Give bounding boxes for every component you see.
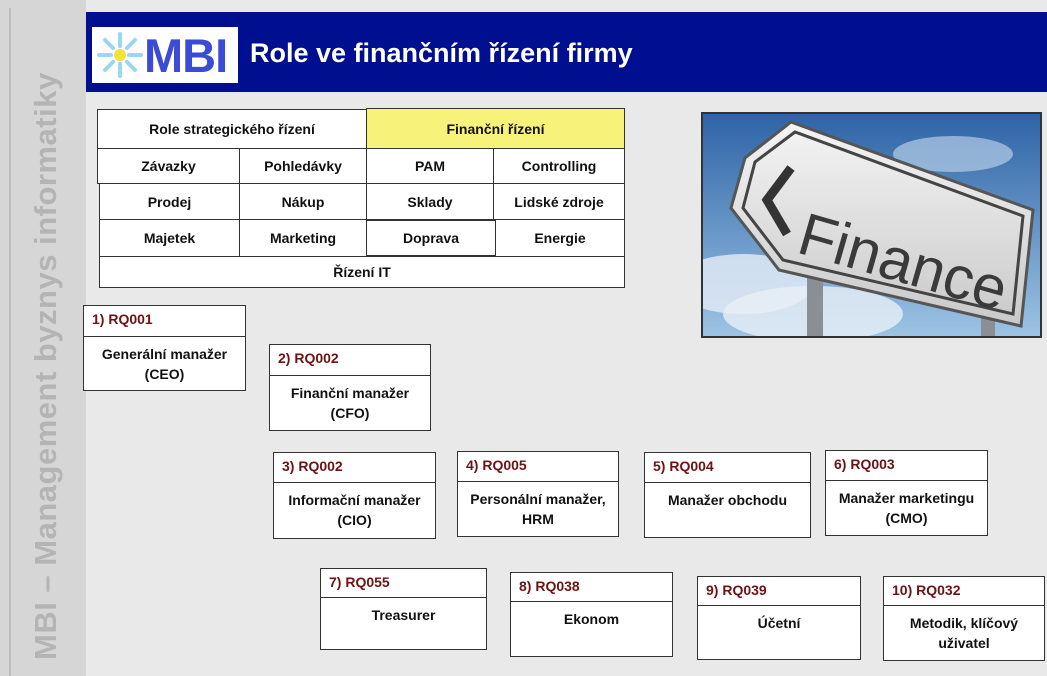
role-card: 7) RQ055 Treasurer — [320, 568, 487, 650]
sidebar: MBI – Management byznys informatiky — [0, 0, 86, 676]
matrix-cell: Majetek — [99, 219, 240, 257]
role-code: 2) RQ002 — [269, 344, 431, 376]
role-name: Účetní — [697, 605, 861, 660]
matrix-cell: Controlling — [493, 148, 625, 184]
role-card: 5) RQ004 Manažer obchodu — [644, 452, 811, 538]
role-name: Treasurer — [320, 597, 487, 650]
role-card: 8) RQ038 Ekonom — [510, 572, 673, 657]
matrix-strategic-header: Role strategického řízení — [97, 109, 367, 149]
matrix-cell: Pohledávky — [239, 148, 367, 184]
matrix-cell: Nákup — [239, 183, 367, 220]
role-card: 1) RQ001 Generální manažer (CEO) — [83, 305, 246, 391]
sun-icon — [97, 32, 143, 78]
role-name: Finanční manažer (CFO) — [269, 375, 431, 431]
role-card: 10) RQ032 Metodik, klíčový uživatel — [883, 576, 1045, 661]
role-code: 3) RQ002 — [273, 452, 436, 483]
sidebar-rule — [9, 8, 11, 676]
role-code: 9) RQ039 — [697, 576, 861, 606]
finance-sign-image: Finance — [701, 112, 1042, 338]
role-name: Ekonom — [510, 601, 673, 657]
logo-text: MBI — [144, 29, 228, 82]
matrix-financial-header: Finanční řízení — [366, 108, 625, 149]
role-name: Metodik, klíčový uživatel — [883, 605, 1045, 661]
header-bar — [86, 12, 1047, 92]
matrix-cell: Marketing — [239, 219, 367, 257]
role-name: Personální manažer, HRM — [457, 481, 619, 537]
role-code: 7) RQ055 — [320, 568, 487, 598]
role-name: Informační manažer (CIO) — [273, 482, 436, 539]
matrix-cell: Závazky — [97, 148, 240, 184]
matrix-cell: Prodej — [99, 183, 240, 220]
mbi-logo: MBI — [92, 27, 238, 83]
role-name: Generální manažer (CEO) — [83, 336, 246, 391]
finance-sign-illustration: Finance — [703, 114, 1040, 336]
role-card: 9) RQ039 Účetní — [697, 576, 861, 660]
matrix-cell: Doprava — [366, 220, 496, 256]
role-code: 10) RQ032 — [883, 576, 1045, 606]
sidebar-vertical-title: MBI – Management byznys informatiky — [28, 72, 63, 660]
matrix-cell: Sklady — [366, 183, 494, 220]
matrix-cell: PAM — [366, 148, 494, 184]
matrix-cell: Lidské zdroje — [493, 183, 625, 220]
role-code: 4) RQ005 — [457, 451, 619, 482]
role-name: Manažer obchodu — [644, 482, 811, 538]
role-card: 2) RQ002 Finanční manažer (CFO) — [269, 344, 431, 431]
role-card: 4) RQ005 Personální manažer, HRM — [457, 451, 619, 537]
role-name: Manažer marketingu (CMO) — [825, 480, 988, 536]
page-title: Role ve finančním řízení firmy — [250, 38, 633, 68]
role-code: 6) RQ003 — [825, 450, 988, 481]
role-code: 5) RQ004 — [644, 452, 811, 483]
matrix-it-row: Řízení IT — [99, 256, 625, 288]
role-code: 1) RQ001 — [83, 305, 246, 337]
matrix-cell: Energie — [495, 219, 625, 257]
role-card: 3) RQ002 Informační manažer (CIO) — [273, 452, 436, 539]
role-code: 8) RQ038 — [510, 572, 673, 602]
role-card: 6) RQ003 Manažer marketingu (CMO) — [825, 450, 988, 536]
